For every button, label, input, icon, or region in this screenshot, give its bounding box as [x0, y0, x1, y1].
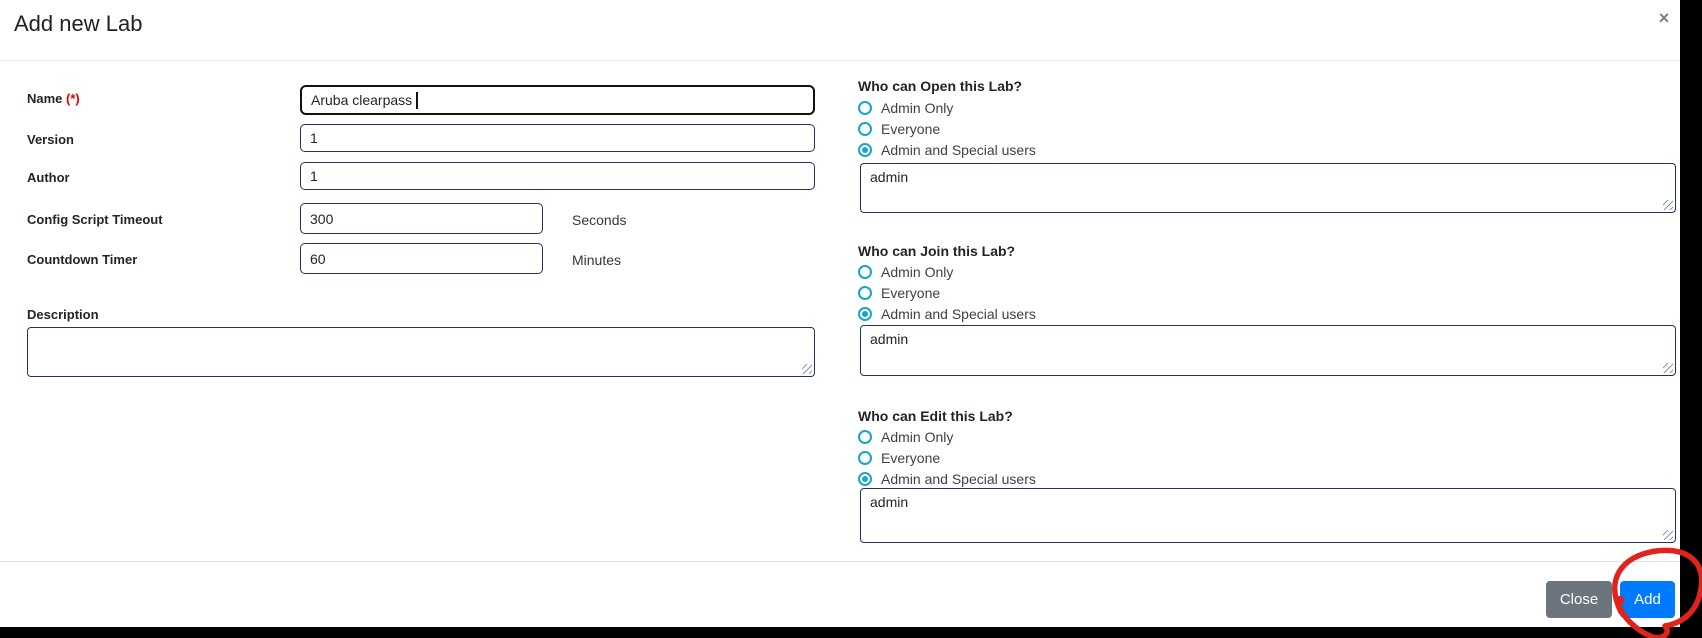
screen-edge-bottom: [0, 627, 1702, 638]
resize-handle-icon[interactable]: [1663, 363, 1673, 373]
seconds-unit-label: Seconds: [572, 212, 627, 228]
radio-icon: [858, 264, 872, 279]
config-script-timeout-input[interactable]: 300: [300, 203, 543, 234]
edit-special-users-textarea[interactable]: admin: [860, 488, 1676, 543]
radio-option-edit-everyone[interactable]: Everyone: [858, 448, 940, 467]
radio-icon-selected: [858, 471, 872, 486]
author-label: Author: [27, 170, 70, 185]
permission-question-join: Who can Join this Lab?: [858, 243, 1016, 259]
permission-question-open: Who can Open this Lab?: [858, 78, 1023, 94]
required-marker: (*): [66, 91, 80, 106]
countdown-timer-label: Countdown Timer: [27, 252, 138, 267]
radio-icon: [858, 429, 872, 444]
radio-icon-selected: [858, 142, 872, 157]
close-icon[interactable]: ×: [1658, 8, 1670, 28]
radio-icon: [858, 450, 872, 465]
radio-option-edit-admin-only[interactable]: Admin Only: [858, 427, 953, 446]
add-button[interactable]: Add: [1620, 581, 1675, 618]
radio-icon: [858, 100, 872, 115]
radio-option-open-admin-special[interactable]: Admin and Special users: [858, 140, 1036, 159]
name-input[interactable]: Aruba clearpass: [300, 85, 815, 115]
radio-option-open-everyone[interactable]: Everyone: [858, 119, 940, 138]
header-divider: [0, 60, 1680, 61]
open-special-users-textarea[interactable]: admin: [860, 163, 1676, 213]
close-button[interactable]: Close: [1546, 581, 1612, 618]
config-script-timeout-label: Config Script Timeout: [27, 212, 163, 227]
countdown-timer-input[interactable]: 60: [300, 243, 543, 274]
description-label: Description: [27, 307, 99, 322]
version-input[interactable]: 1: [300, 124, 815, 152]
permission-question-edit: Who can Edit this Lab?: [858, 408, 1013, 424]
description-textarea[interactable]: [27, 327, 815, 377]
radio-option-edit-admin-special[interactable]: Admin and Special users: [858, 469, 1036, 488]
version-label: Version: [27, 132, 74, 147]
radio-option-join-everyone[interactable]: Everyone: [858, 283, 940, 302]
minutes-unit-label: Minutes: [572, 252, 622, 268]
resize-handle-icon[interactable]: [802, 364, 812, 374]
resize-handle-icon[interactable]: [1663, 530, 1673, 540]
radio-option-open-admin-only[interactable]: Admin Only: [858, 98, 953, 117]
radio-icon: [858, 121, 872, 136]
text-cursor: [416, 91, 418, 109]
dialog-title: Add new Lab: [14, 11, 143, 36]
resize-handle-icon[interactable]: [1663, 200, 1673, 210]
name-label: Name (*): [27, 91, 80, 106]
radio-option-join-admin-special[interactable]: Admin and Special users: [858, 304, 1036, 323]
radio-icon-selected: [858, 306, 872, 321]
radio-option-join-admin-only[interactable]: Admin Only: [858, 262, 953, 281]
join-special-users-textarea[interactable]: admin: [860, 325, 1676, 376]
author-input[interactable]: 1: [300, 162, 815, 190]
footer-divider: [0, 561, 1680, 562]
radio-icon: [858, 285, 872, 300]
screen-edge-right: [1680, 0, 1702, 638]
